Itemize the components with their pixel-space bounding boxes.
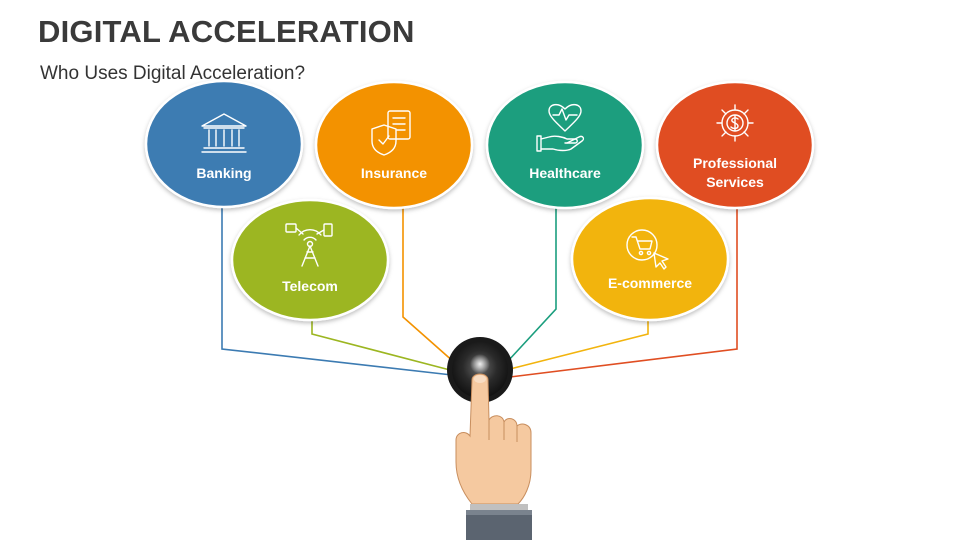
node-telecom: Telecom bbox=[230, 198, 390, 322]
node-insurance: Insurance bbox=[314, 80, 474, 210]
hub-push-button bbox=[447, 337, 513, 403]
node-professional-services-label-line-2: Services bbox=[706, 174, 764, 190]
page-title: DIGITAL ACCELERATION bbox=[38, 14, 415, 49]
insurance-shield-icon bbox=[371, 110, 411, 156]
bank-icon bbox=[201, 113, 247, 153]
node-banking: Banking bbox=[144, 79, 304, 209]
healthcare-hand-heart-icon bbox=[536, 104, 585, 152]
node-healthcare-circle bbox=[485, 80, 645, 210]
node-telecom-label: Telecom bbox=[282, 278, 338, 294]
node-professional-services-circle bbox=[655, 80, 815, 210]
pointing-hand-icon bbox=[455, 373, 532, 540]
node-ecommerce-label: E-commerce bbox=[608, 275, 692, 291]
node-telecom-circle bbox=[230, 198, 390, 322]
page-subtitle: Who Uses Digital Acceleration? bbox=[40, 63, 306, 84]
node-healthcare: Healthcare bbox=[485, 80, 645, 210]
node-ecommerce-circle bbox=[570, 196, 730, 322]
connector-telecom bbox=[311, 318, 451, 371]
shopping-cart-cursor-icon bbox=[626, 229, 669, 270]
connector-healthcare bbox=[507, 206, 557, 362]
connector-lines bbox=[221, 205, 738, 378]
connector-ecommerce bbox=[509, 320, 649, 370]
node-banking-label: Banking bbox=[196, 165, 251, 181]
gear-dollar-icon bbox=[716, 104, 754, 142]
node-ecommerce: E-commerce bbox=[570, 196, 730, 322]
connector-banking bbox=[221, 205, 453, 376]
telecom-tower-icon bbox=[285, 223, 333, 267]
node-professional-services-label-line-1: Professional bbox=[693, 155, 777, 171]
node-healthcare-label: Healthcare bbox=[529, 165, 601, 181]
node-insurance-label: Insurance bbox=[361, 165, 427, 181]
connector-professional-services bbox=[509, 206, 738, 378]
node-professional-services: Professional Services bbox=[655, 80, 815, 210]
node-insurance-circle bbox=[314, 80, 474, 210]
connector-insurance bbox=[402, 206, 456, 364]
